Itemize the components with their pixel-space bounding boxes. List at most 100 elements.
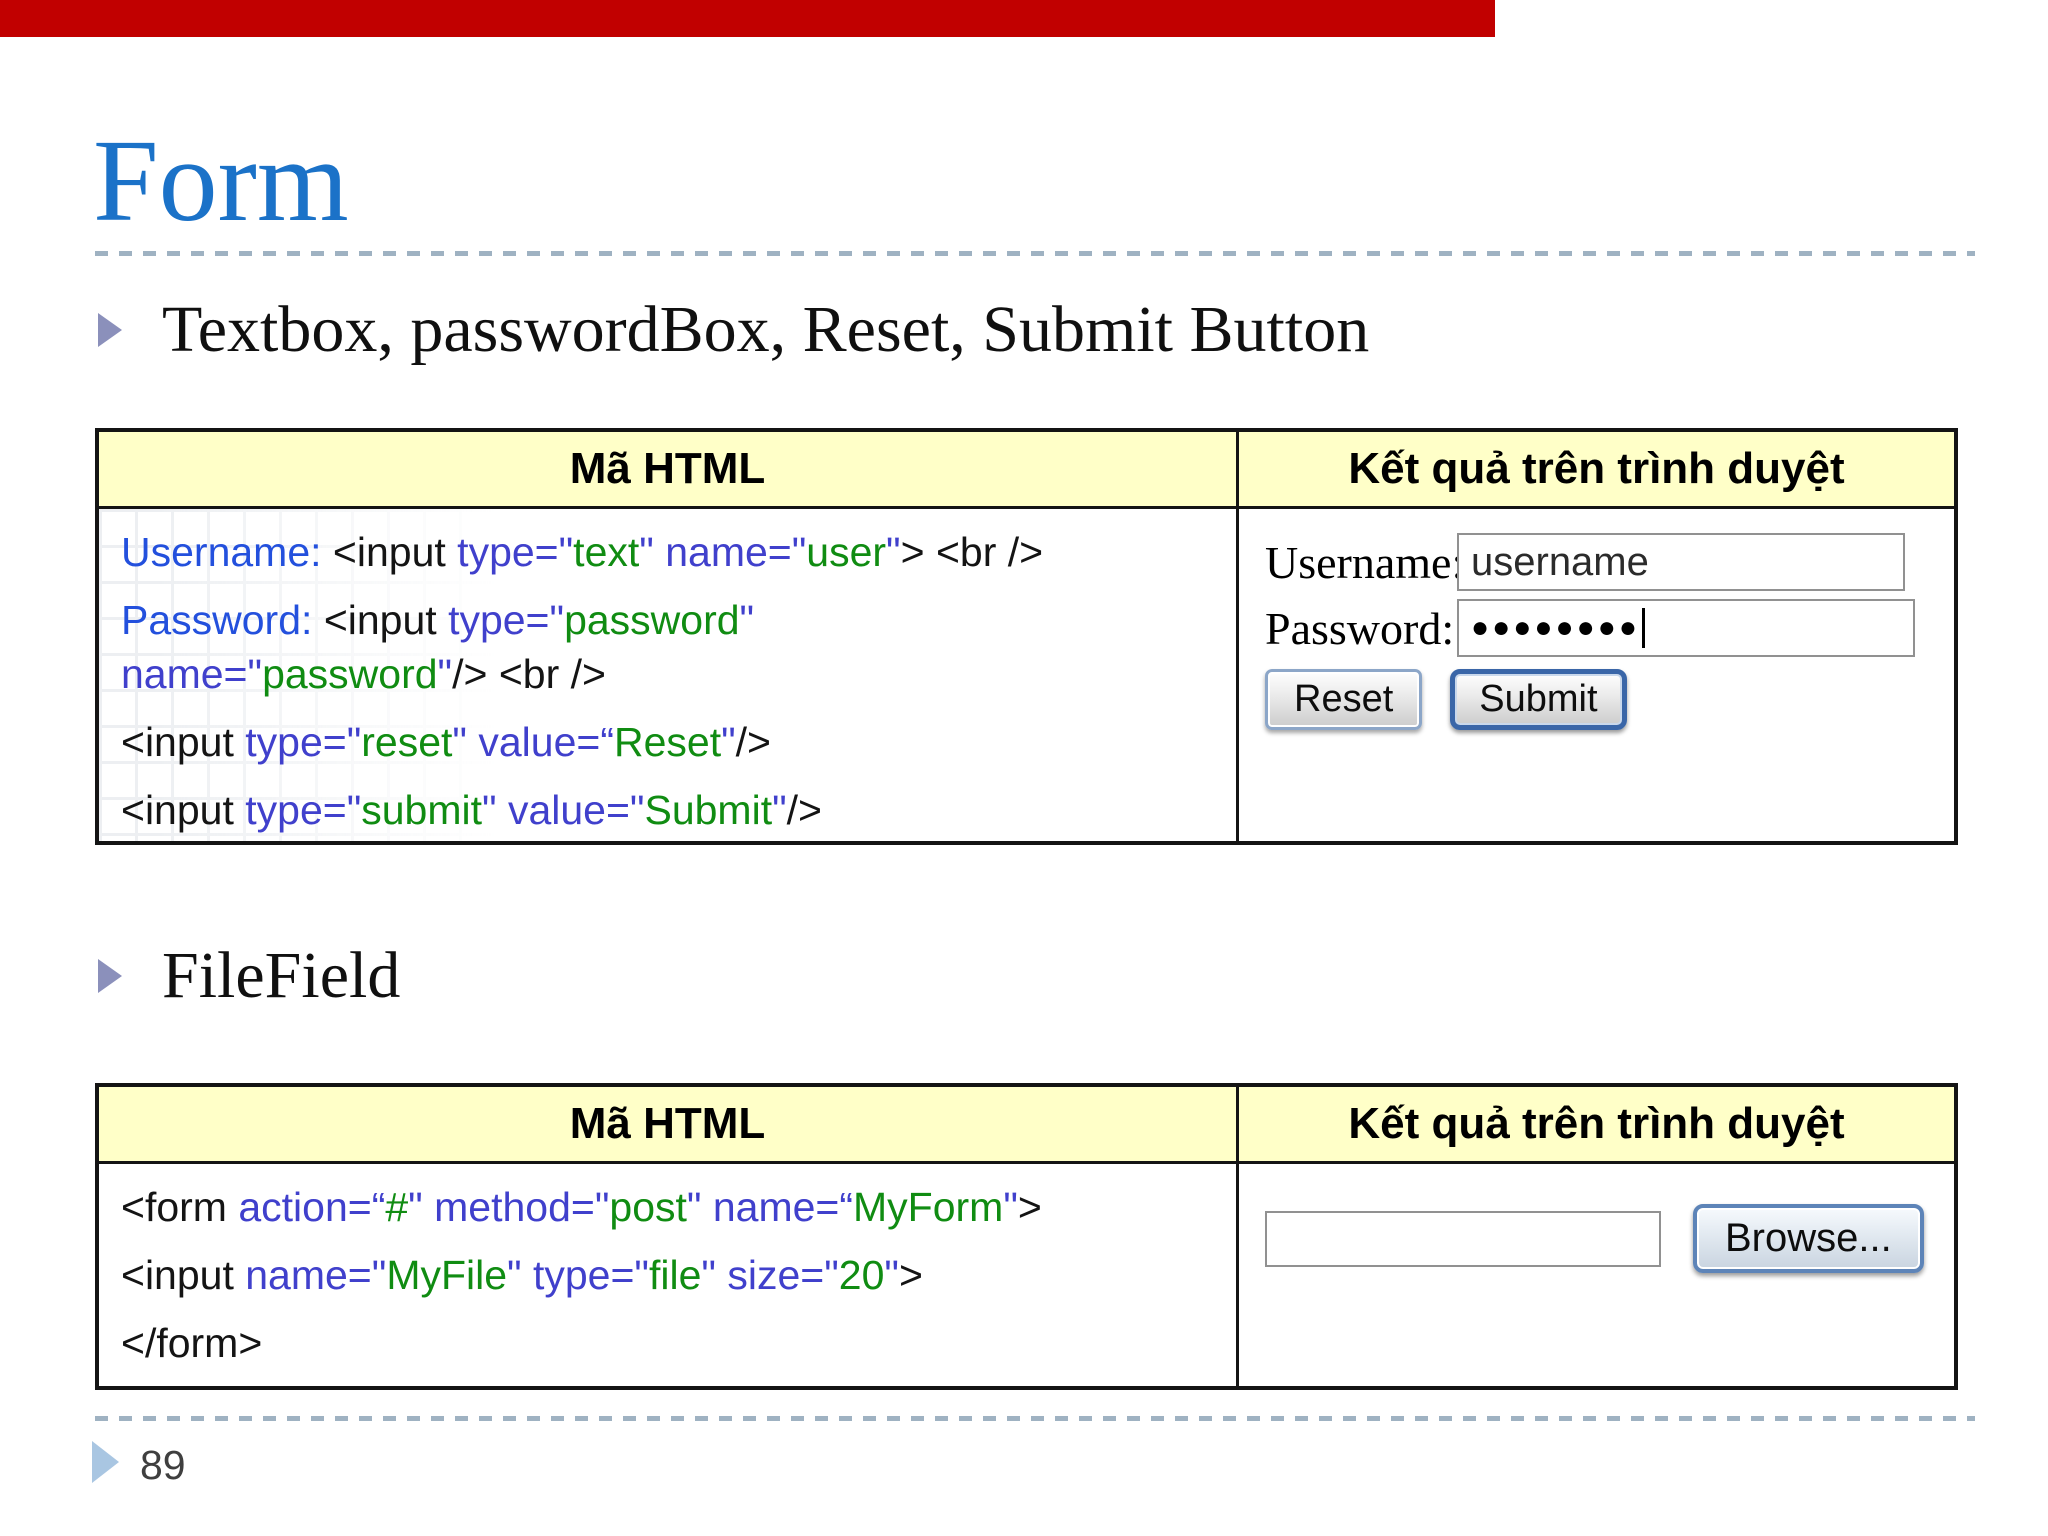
password-value: ●●●●●●●● — [1471, 611, 1640, 644]
code-token-label: Password: — [121, 597, 324, 643]
code-token-val: Reset — [613, 719, 722, 765]
column-header-browser-result: Kết quả trên trình duyệt — [1348, 444, 1845, 493]
table-body-row: <form action=“#" method="post" name=“MyF… — [99, 1164, 1954, 1386]
code-token-tag: > — [898, 1252, 923, 1298]
code-token-val: MyForm — [853, 1184, 1004, 1230]
column-header-html-code: Mã HTML — [99, 432, 1239, 506]
code-token-val: password — [262, 651, 438, 697]
code-line: Password: <input type="password" — [121, 593, 1226, 647]
password-label: Password: — [1265, 602, 1455, 654]
footer-arrow-icon — [92, 1441, 119, 1483]
code-line: </form> — [121, 1316, 1226, 1370]
file-path-input[interactable] — [1265, 1210, 1661, 1267]
code-token-tag: <input — [332, 529, 458, 575]
password-row: Password: ●●●●●●●● — [1265, 599, 1954, 657]
code-token-attr: " — [408, 1184, 435, 1230]
code-block: Username: <input type="text" name="user"… — [121, 525, 1226, 837]
bullet-arrow-icon — [98, 313, 122, 347]
bullet-text: FileField — [162, 939, 401, 1012]
top-accent-bar — [0, 0, 1495, 37]
code-token-attr: " — [1003, 1184, 1018, 1230]
example-table-inputs: Mã HTML Kết quả trên trình duyệt Usernam… — [95, 428, 1958, 845]
example-table-filefield: Mã HTML Kết quả trên trình duyệt <form a… — [95, 1083, 1958, 1390]
buttons-row: Reset Submit — [1265, 669, 1954, 730]
code-token-attr: " — [639, 529, 666, 575]
code-token-val: 20 — [838, 1252, 885, 1298]
code-token-val: password — [564, 597, 740, 643]
code-token-attr: " — [739, 597, 755, 643]
code-token-attr: " — [686, 1184, 713, 1230]
code-token-val: reset — [361, 719, 453, 765]
table-header-row: Mã HTML Kết quả trên trình duyệt — [99, 432, 1954, 509]
username-row: Username: username — [1265, 533, 1954, 591]
submit-button[interactable]: Submit — [1450, 669, 1627, 730]
text-caret — [1641, 608, 1645, 648]
code-line: <form action=“#" method="post" name=“MyF… — [121, 1180, 1226, 1234]
code-token-attr: name=“ — [712, 1184, 854, 1230]
code-token-attr: type=" — [532, 1252, 649, 1298]
table-header-row: Mã HTML Kết quả trên trình duyệt — [99, 1087, 1954, 1164]
code-token-attr: " — [884, 1252, 899, 1298]
code-token-attr: type=" — [245, 719, 362, 765]
title-divider — [95, 251, 1975, 256]
code-token-attr: size=" — [727, 1252, 839, 1298]
code-token-attr: " — [507, 1252, 533, 1298]
code-token-attr: " — [452, 719, 479, 765]
browse-button[interactable]: Browse... — [1693, 1204, 1924, 1273]
code-token-val: Submit — [644, 787, 773, 833]
bullet-item-textbox: Textbox, passwordBox, Reset, Submit Butt… — [98, 292, 1369, 368]
code-token-attr: value=" — [507, 787, 645, 833]
code-token-val: text — [573, 529, 640, 575]
code-token-attr: " — [701, 1252, 728, 1298]
code-token-attr: name=" — [121, 651, 263, 697]
bullet-arrow-icon — [98, 959, 122, 993]
username-label: Username: — [1265, 536, 1465, 588]
footer-divider — [95, 1416, 1975, 1421]
column-header-browser-result: Kết quả trên trình duyệt — [1348, 1099, 1845, 1148]
code-token-attr: type=" — [448, 597, 565, 643]
code-line: <input type="submit" value="Submit"/> — [121, 783, 1226, 837]
password-input[interactable]: ●●●●●●●● — [1457, 599, 1915, 657]
code-block: <form action=“#" method="post" name=“MyF… — [121, 1180, 1226, 1370]
code-token-tag: <input — [121, 787, 246, 833]
code-token-tag: <input — [323, 597, 449, 643]
code-token-attr: " — [886, 529, 901, 575]
code-token-attr: " — [772, 787, 787, 833]
code-token-val: post — [609, 1184, 687, 1230]
code-token-val: user — [806, 529, 887, 575]
code-token-attr: " — [721, 719, 736, 765]
code-token-val: # — [385, 1184, 409, 1230]
page-number: 89 — [140, 1442, 186, 1488]
code-token-tag: <input — [121, 1252, 246, 1298]
browser-result-cell: Username: username Password: ●●●●●●●● Re… — [1239, 509, 1954, 841]
code-token-tag: > <br /> — [900, 529, 1044, 575]
html-code-cell: <form action=“#" method="post" name=“MyF… — [99, 1164, 1239, 1386]
username-value: username — [1471, 539, 1649, 584]
code-line: <input name="MyFile" type="file" size="2… — [121, 1248, 1226, 1302]
code-token-tag: <input — [121, 719, 246, 765]
code-line: name="password"/> <br /> — [121, 647, 1226, 701]
page-title: Form — [93, 115, 349, 246]
code-token-tag: <form — [121, 1184, 239, 1230]
browser-result-cell: Browse... — [1239, 1164, 1954, 1386]
code-token-val: file — [648, 1252, 702, 1298]
code-token-attr: value=“ — [478, 719, 614, 765]
code-line: Username: <input type="text" name="user"… — [121, 525, 1226, 579]
code-token-tag: /> <br /> — [452, 651, 606, 697]
code-token-attr: method=" — [434, 1184, 610, 1230]
code-token-tag: </form> — [121, 1320, 263, 1366]
code-token-label: Username: — [121, 529, 333, 575]
bullet-text: Textbox, passwordBox, Reset, Submit Butt… — [162, 293, 1370, 366]
code-token-attr: type=" — [457, 529, 574, 575]
code-token-tag: /> — [735, 719, 771, 765]
reset-button[interactable]: Reset — [1265, 669, 1423, 730]
code-token-attr: name=" — [665, 529, 807, 575]
code-token-val: MyFile — [386, 1252, 508, 1298]
code-token-attr: action=“ — [238, 1184, 386, 1230]
code-token-attr: name=" — [245, 1252, 387, 1298]
code-token-attr: " — [482, 787, 508, 833]
username-input[interactable]: username — [1457, 533, 1905, 591]
code-token-tag: > — [1017, 1184, 1042, 1230]
code-token-attr: type=" — [245, 787, 362, 833]
